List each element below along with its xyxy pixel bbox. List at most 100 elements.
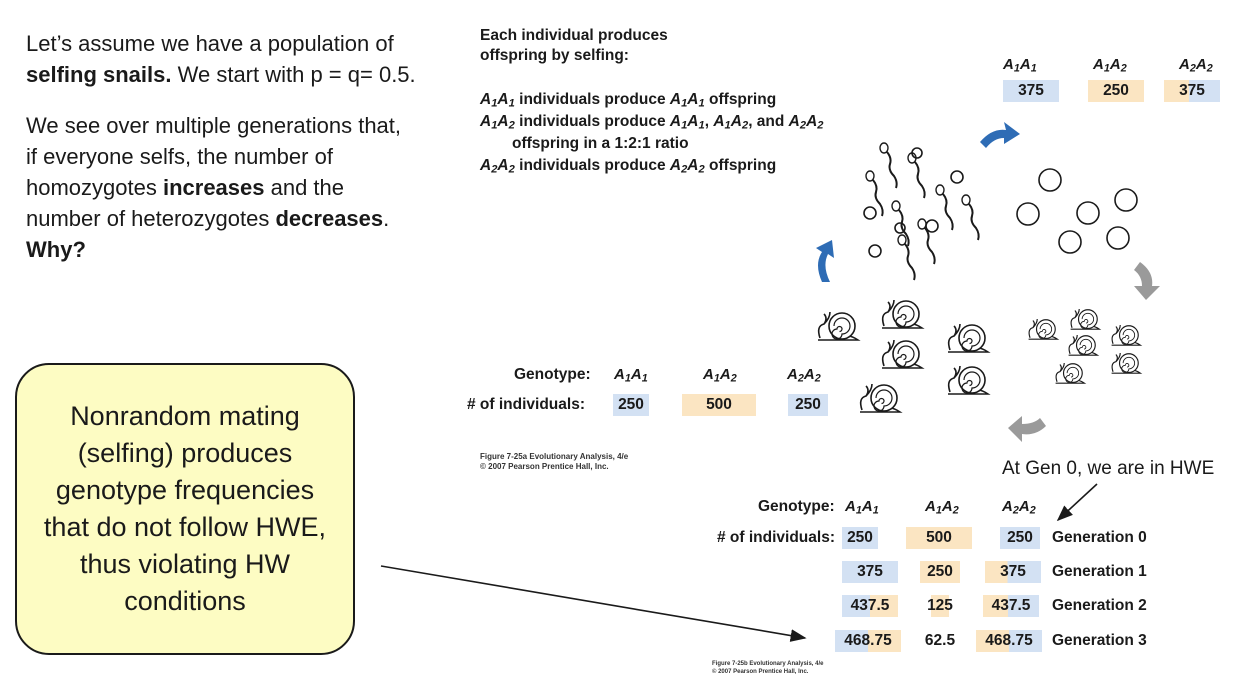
genotype-a2a2: A2A2 [788,113,824,132]
intro-text-run: and the number of heterozygotes [26,175,345,231]
egg-icon [863,206,877,220]
intro-paragraph-2: We see over multiple generations that, i… [26,110,416,265]
snail-icon [1111,352,1141,374]
start-header-a1a1: A1A1 [614,366,648,385]
rule-text: , and [748,113,789,130]
intro-text-run: We start with p = q= 0.5. [171,62,416,87]
sperm-icon [961,194,980,241]
intro-paragraph-1: Let’s assume we have a population of sel… [26,28,416,90]
egg-icon [868,244,882,258]
genotype-a1a2: A1A2 [713,113,749,132]
gen0-label: Generation 0 [1052,529,1147,546]
cycle-arrow-down-icon [1134,262,1160,300]
table-header-a1a1: A1A1 [845,498,879,517]
figure-b-caption: Figure 7-25b Evolutionary Analysis, 4/e … [712,660,823,676]
caption-line: Figure 7-25a Evolutionary Analysis, 4/e [480,452,629,461]
sperm-icon [907,152,926,199]
callout-pointer-arrow [380,565,807,642]
snail-icon [817,311,859,341]
table-genotype-label: Genotype: [758,498,835,515]
snail-population [817,299,989,413]
intro-text-run: We see over multiple generations that, i… [26,113,402,200]
egg-icon [925,219,939,233]
genotype-a2a2: A2A2 [480,157,515,176]
gen2-a2a2: 437.5 [983,595,1039,617]
snail-icon [881,299,923,329]
rule-text: individuals produce [514,157,670,174]
table-header-a1a2: A1A2 [925,498,959,517]
top-header-a2a2: A2A2 [1179,56,1213,75]
rule-a1a2: A1A2 individuals produce A1A1, A1A2, and… [480,113,824,132]
egg-icon [1106,226,1130,250]
gen3-a1a2: 62.5 [924,632,956,649]
egg-icon [894,222,906,234]
egg-icon [1114,188,1138,212]
egg-icon [1016,202,1040,226]
genotype-a1a1: A1A1 [669,91,705,110]
gen2-label: Generation 2 [1052,597,1147,614]
callout-text: Nonrandom mating (selfing) produces geno… [43,401,327,616]
cycle-arrow-right-icon [980,122,1020,148]
top-count-a1a1: 375 [1003,80,1059,102]
sperm-icon [897,234,916,281]
gen1-a2a2: 375 [985,561,1041,583]
rule-ratio: offspring in a 1:2:1 ratio [512,135,689,152]
sperm-icon [879,142,898,189]
start-count-a1a2: 500 [682,394,756,416]
egg-icon [1038,168,1062,192]
caption-line: Figure 7-25b Evolutionary Analysis, 4/e [712,661,824,667]
top-header-a1a2: A1A2 [1093,56,1127,75]
snail-icon [1070,308,1100,330]
intro-text: Let’s assume we have a population of sel… [26,28,416,285]
gen0-a2a2: 250 [1000,527,1040,549]
gen2-a1a1: 437.5 [842,595,898,617]
intro-bold-why: Why? [26,237,86,262]
gen1-label: Generation 1 [1052,563,1147,580]
snail-icon [1055,362,1085,384]
start-header-a1a2: A1A2 [703,366,737,385]
egg-icon [950,170,964,184]
callout-box: Nonrandom mating (selfing) produces geno… [15,363,355,655]
sperm-cluster [865,142,980,281]
start-genotype-label: Genotype: [514,366,591,383]
top-count-a1a2: 250 [1088,80,1144,102]
intro-bold-decreases: decreases [275,206,384,231]
intro-bold-increases: increases [162,175,265,200]
figure-a-caption: Figure 7-25a Evolutionary Analysis, 4/e … [480,452,628,472]
gen1-a1a1: 375 [842,561,898,583]
snail-icon [881,339,923,369]
snail-icon [1028,318,1058,340]
egg-icon [1058,230,1082,254]
gen0-a1a1: 250 [842,527,878,549]
gen3-a1a1: 468.75 [835,630,901,652]
cycle-arrow-left-icon [1008,416,1046,442]
egg-icon [1076,201,1100,225]
table-header-a2a2: A2A2 [1002,498,1036,517]
gen3-a2a2: 468.75 [976,630,1042,652]
snail-icon [1111,324,1141,346]
caption-line: © 2007 Pearson Prentice Hall, Inc. [712,669,809,675]
egg-cluster [863,147,1138,258]
sperm-icon [935,184,954,231]
rule-text: individuals produce [514,91,670,108]
figure-a-title: Each individual produces offspring by se… [480,27,668,64]
hwe-pointer-arrow [1056,483,1098,522]
start-count-a1a1: 250 [613,394,649,416]
genotype-a1a2: A1A2 [480,113,515,132]
rule-text: offspring [704,91,777,108]
snail-icon [1068,334,1098,356]
egg-icon [911,147,923,159]
snail-icon [947,323,989,353]
genotype-a1a1: A1A1 [480,91,515,110]
start-count-a2a2: 250 [788,394,828,416]
gen1-a1a2: 250 [920,561,960,583]
start-count-label: # of individuals: [467,396,585,413]
rule-text: offspring [704,157,777,174]
gen2-a1a2: 125 [917,595,963,617]
genotype-a2a2: A2A2 [669,157,705,176]
cycle-arrow-up-icon [816,240,834,282]
snail-icon [859,383,901,413]
start-header-a2a2: A2A2 [787,366,821,385]
rule-a1a1: A1A1 individuals produce A1A1 offspring [480,91,776,109]
